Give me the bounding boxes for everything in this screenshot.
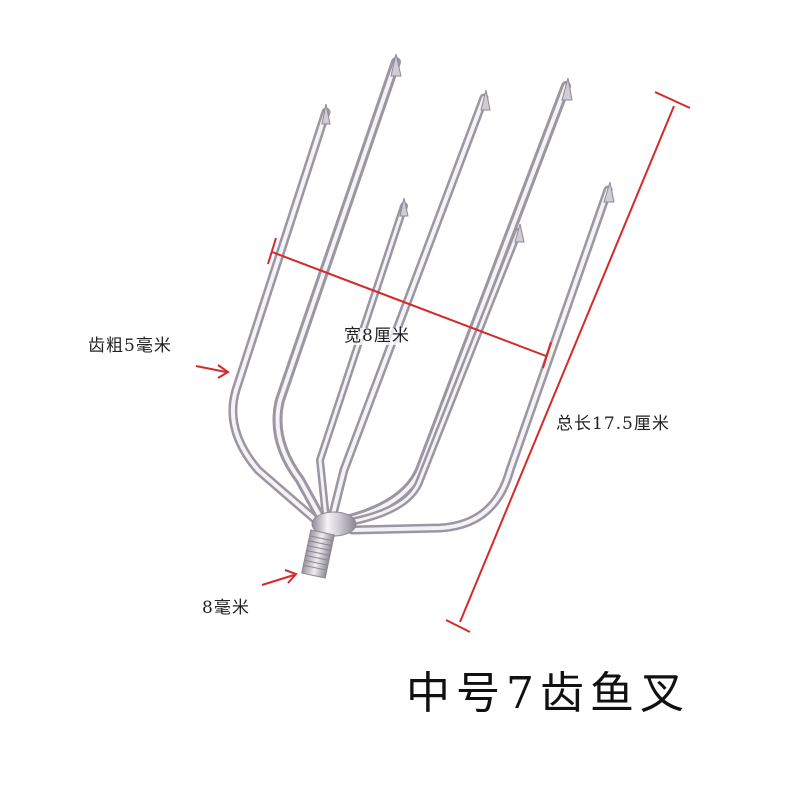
prong-5	[341, 81, 571, 525]
prong-2	[272, 57, 401, 525]
total-length-label: 总长17.5厘米	[556, 414, 670, 434]
length-dimension	[445, 91, 691, 633]
prong-6	[346, 228, 522, 526]
prongs	[228, 57, 613, 535]
thread-arrow	[261, 569, 298, 586]
prong-tips	[321, 53, 615, 243]
prong-7	[347, 185, 613, 535]
width-label: 宽8厘米	[342, 326, 412, 346]
thread-diameter-label: 8毫米	[202, 598, 250, 618]
prong-4	[327, 93, 489, 523]
prong-1	[228, 107, 331, 527]
product-title: 中号7齿鱼叉	[406, 668, 690, 719]
tine-arrow	[195, 364, 230, 379]
tine-thickness-label: 齿粗5毫米	[88, 336, 172, 356]
dimension-lines	[195, 91, 691, 633]
threaded-stud	[301, 529, 335, 579]
width-dimension	[267, 237, 552, 369]
